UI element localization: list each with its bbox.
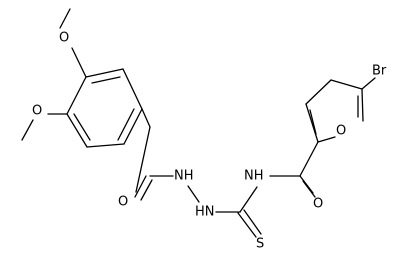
bond <box>123 108 143 145</box>
benzene-ring <box>66 68 143 148</box>
bond <box>299 175 314 194</box>
bond <box>309 109 317 135</box>
bond <box>317 136 336 143</box>
bond <box>239 186 258 213</box>
bond <box>66 113 88 148</box>
atom-label-bromine: Br <box>372 64 387 79</box>
atom-label-carbonyl-right-o: O <box>313 197 323 212</box>
bond <box>305 103 319 143</box>
bond <box>237 212 257 238</box>
benzoyl-hydrazide <box>134 108 200 203</box>
bond <box>91 76 121 84</box>
bond <box>85 68 124 78</box>
bond <box>302 180 316 198</box>
bond <box>73 113 91 141</box>
bond <box>187 185 200 203</box>
atom-label-thione-s: S <box>256 237 264 252</box>
atom-label-carbonyl-left-o: O <box>118 195 128 210</box>
bond <box>71 47 87 78</box>
c-br-bond <box>361 77 376 90</box>
atom-label-methoxy-top-o: O <box>59 31 69 46</box>
bond <box>66 76 87 115</box>
methoxy-left <box>21 113 68 141</box>
bond <box>305 79 332 105</box>
atom-label-hydrazide-nh-upper: NH <box>174 169 194 184</box>
bond <box>361 88 364 122</box>
furan-ring <box>305 79 364 143</box>
bond <box>141 108 151 128</box>
atom-label-methoxy-left-o: O <box>32 104 42 119</box>
bond <box>86 143 125 148</box>
bond <box>134 175 147 198</box>
methoxy-top <box>59 8 87 78</box>
bond <box>21 119 34 141</box>
bond <box>135 126 151 193</box>
bond <box>117 108 135 141</box>
atom-label-thioamide-nh: NH <box>244 169 264 184</box>
furoyl-amide <box>269 141 319 198</box>
bond <box>122 68 143 110</box>
bond <box>330 79 363 90</box>
bond <box>299 141 319 177</box>
thiourea-core <box>215 186 262 238</box>
atom-label-furan-o: O <box>336 124 346 139</box>
bond <box>243 209 262 235</box>
bond <box>140 179 153 201</box>
atom-label-hydrazide-nh-lower: HN <box>195 205 215 220</box>
bond <box>59 8 71 29</box>
